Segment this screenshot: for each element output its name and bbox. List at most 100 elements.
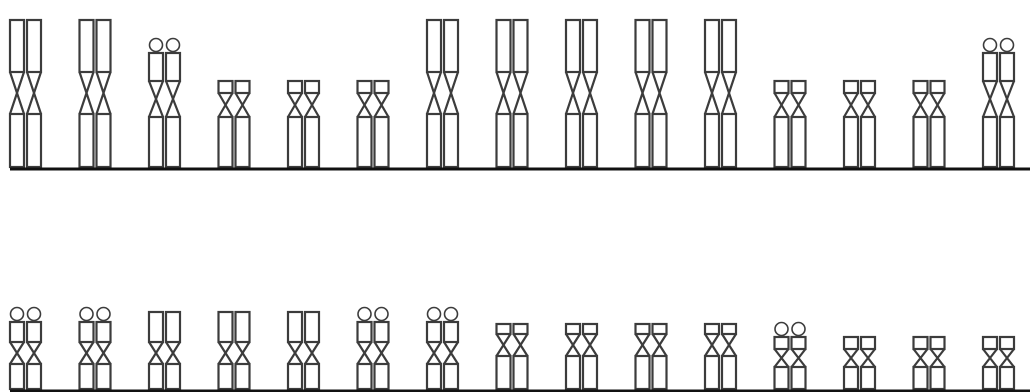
chromosome-short-arm xyxy=(288,312,302,342)
satellite-circle xyxy=(792,323,805,336)
chromosome-long-arm xyxy=(983,117,997,167)
chromosome-long-arm xyxy=(1000,367,1014,389)
centromere xyxy=(914,349,928,367)
chromosome-short-arm xyxy=(722,324,736,334)
chromosome-long-arm xyxy=(636,356,650,389)
centromere xyxy=(914,93,928,117)
chromosome-short-arm xyxy=(636,324,650,334)
chromosome-long-arm xyxy=(10,364,24,389)
chromosome-short-arm xyxy=(775,337,789,349)
chromosome-long-arm xyxy=(358,364,372,389)
satellite-circle xyxy=(984,39,997,52)
chromosome-short-arm xyxy=(1000,337,1014,349)
chromosome-long-arm xyxy=(914,367,928,389)
satellite-circle xyxy=(97,308,110,321)
centromere xyxy=(636,334,650,356)
chromosome-short-arm xyxy=(97,322,111,342)
chromosome-pair xyxy=(10,20,41,167)
satellite-circle xyxy=(80,308,93,321)
chromosome-pair xyxy=(844,337,875,389)
centromere xyxy=(722,334,736,356)
chromosome-short-arm xyxy=(653,324,667,334)
centromere xyxy=(305,93,319,117)
chromosome-short-arm xyxy=(80,20,94,72)
chromosome-short-arm xyxy=(166,53,180,81)
chromosome-long-arm xyxy=(861,117,875,167)
centromere xyxy=(583,334,597,356)
chromosome-long-arm xyxy=(166,364,180,389)
satellite-circle xyxy=(167,39,180,52)
chromosome-short-arm xyxy=(914,81,928,93)
chromosome-short-arm xyxy=(914,337,928,349)
satellite-circle xyxy=(150,39,163,52)
chromosome-short-arm xyxy=(705,20,719,72)
satellite-circle xyxy=(375,308,388,321)
chromosome-pair xyxy=(358,81,389,167)
chromosome-short-arm xyxy=(514,20,528,72)
chromosome-short-arm xyxy=(775,81,789,93)
chromosome-pair xyxy=(566,324,597,389)
centromere xyxy=(566,334,580,356)
centromere xyxy=(219,342,233,364)
chromosome-short-arm xyxy=(358,81,372,93)
chromosome-short-arm xyxy=(10,322,24,342)
chromosome-short-arm xyxy=(375,81,389,93)
chromosome-pair xyxy=(914,81,945,167)
chromosome-short-arm xyxy=(149,53,163,81)
chromosome-long-arm xyxy=(149,117,163,167)
chromosome-long-arm xyxy=(236,117,250,167)
centromere xyxy=(166,81,180,117)
chromosome-short-arm xyxy=(931,81,945,93)
chromosome-long-arm xyxy=(514,114,528,167)
centromere xyxy=(844,349,858,367)
satellite-circle xyxy=(428,308,441,321)
chromosome-long-arm xyxy=(931,367,945,389)
chromosome-long-arm xyxy=(844,367,858,389)
centromere xyxy=(566,72,580,114)
chromosome-pair xyxy=(705,20,736,167)
chromosome-pair xyxy=(219,312,250,389)
centromere xyxy=(444,72,458,114)
chromosome-long-arm xyxy=(497,114,511,167)
chromosome-long-arm xyxy=(80,364,94,389)
chromosome-short-arm xyxy=(566,324,580,334)
centromere xyxy=(305,342,319,364)
chromosome-long-arm xyxy=(305,364,319,389)
chromosome-short-arm xyxy=(27,20,41,72)
chromosome-long-arm xyxy=(931,117,945,167)
centromere xyxy=(80,342,94,364)
centromere xyxy=(931,93,945,117)
chromosome-long-arm xyxy=(792,367,806,389)
chromosome-pair xyxy=(983,337,1014,389)
chromosome-pair xyxy=(497,324,528,389)
chromosome-short-arm xyxy=(497,324,511,334)
chromosome-pair xyxy=(288,81,319,167)
centromere xyxy=(514,334,528,356)
chromosome-long-arm xyxy=(514,356,528,389)
chromosome-short-arm xyxy=(497,20,511,72)
chromosome-pair xyxy=(427,20,458,167)
centromere xyxy=(497,334,511,356)
chromosome-short-arm xyxy=(705,324,719,334)
chromosome-short-arm xyxy=(444,322,458,342)
chromosome-short-arm xyxy=(861,81,875,93)
centromere xyxy=(583,72,597,114)
chromosome-short-arm xyxy=(1000,53,1014,81)
centromere xyxy=(1000,349,1014,367)
centromere xyxy=(97,342,111,364)
chromosome-long-arm xyxy=(444,114,458,167)
centromere xyxy=(149,81,163,117)
chromosome-long-arm xyxy=(427,364,441,389)
centromere xyxy=(236,342,250,364)
chromosome-long-arm xyxy=(219,364,233,389)
chromosome-long-arm xyxy=(288,117,302,167)
chromosome-long-arm xyxy=(444,364,458,389)
chromosome-long-arm xyxy=(583,356,597,389)
chromosome-short-arm xyxy=(236,81,250,93)
centromere xyxy=(653,72,667,114)
chromosome-long-arm xyxy=(375,364,389,389)
chromosome-short-arm xyxy=(27,322,41,342)
chromosome-short-arm xyxy=(149,312,163,342)
chromosome-long-arm xyxy=(27,364,41,389)
chromosome-long-arm xyxy=(653,114,667,167)
